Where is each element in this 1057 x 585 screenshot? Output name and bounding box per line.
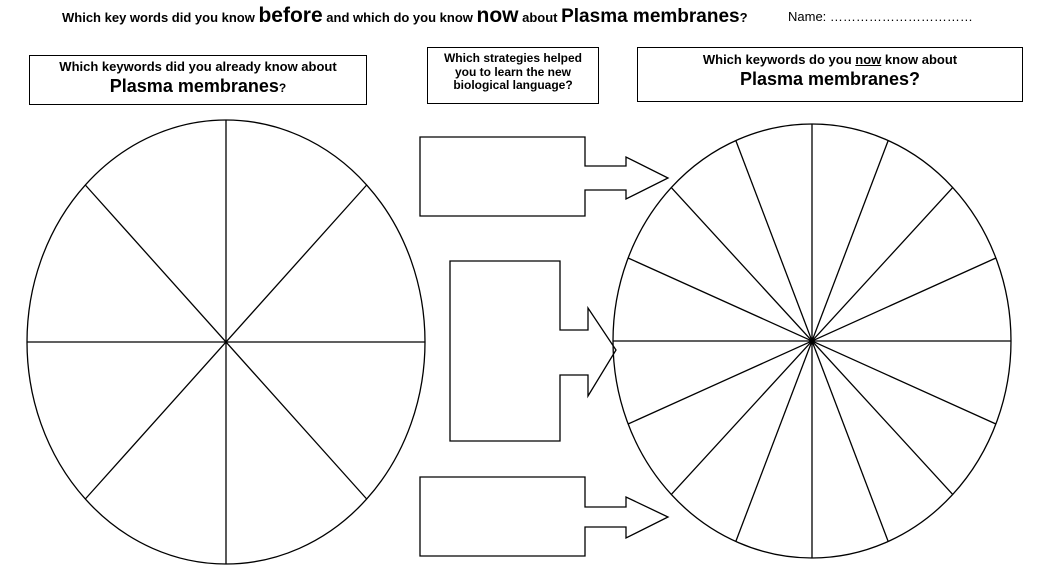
strategies-prompt: Which strategies helped you to learn the…: [427, 47, 599, 104]
new-keywords-wheel-spoke: [627, 257, 997, 425]
new-keywords-question-now: now: [855, 52, 882, 67]
heading-part-2: and which do you know: [322, 10, 477, 25]
strategies-line-1: Which strategies helped: [443, 51, 583, 65]
new-keywords-question: Which keywords do you now know about: [638, 52, 1022, 68]
name-field[interactable]: Name: ……………………………: [788, 9, 973, 24]
heading-topic: Plasma membranes: [561, 6, 740, 27]
heading-qmark: ?: [739, 10, 748, 25]
strategy-arrow-box-middle[interactable]: [449, 260, 617, 442]
strategies-line-3: biological language?: [453, 78, 573, 92]
prior-keywords-prompt: Which keywords did you already know abou…: [29, 55, 367, 105]
new-keywords-question-post: know about: [881, 52, 958, 67]
strategies-line-2: you to learn the new: [454, 64, 571, 79]
heading-part-3: about: [518, 10, 562, 25]
worksheet-heading: Which key words did you know before and …: [62, 2, 748, 32]
new-keywords-topic: Plasma membranes?: [739, 69, 921, 89]
heading-part-1: Which key words did you know: [62, 10, 259, 25]
heading-now: now: [476, 4, 519, 27]
prior-keywords-question: Which keywords did you already know abou…: [59, 59, 337, 74]
new-keywords-question-pre: Which keywords do you: [702, 52, 856, 67]
heading-before: before: [258, 4, 323, 27]
new-keywords-wheel-spokes: [613, 124, 1011, 558]
strategy-arrow-box-bottom[interactable]: [419, 476, 670, 557]
prior-keywords-wheel-spoke: [84, 184, 368, 500]
strategy-arrow-box-top[interactable]: [419, 136, 670, 217]
new-keywords-prompt: Which keywords do you now know about Pla…: [637, 47, 1023, 102]
prior-keywords-qmark: ?: [278, 81, 287, 95]
prior-keywords-topic: Plasma membranes: [109, 76, 279, 96]
prior-keywords-wheel-spokes: [27, 120, 425, 564]
